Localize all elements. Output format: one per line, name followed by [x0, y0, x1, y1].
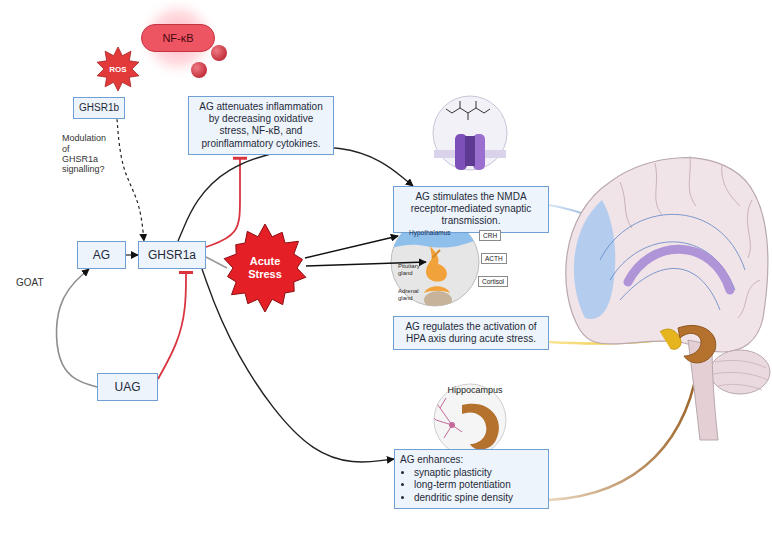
node-text: CRH [483, 232, 497, 239]
connector-arrow [178, 147, 413, 241]
leader-line [549, 352, 700, 500]
edge-label: GOAT [16, 277, 52, 289]
effect-item: synaptic plasticity [414, 467, 543, 479]
stress-arrow [305, 236, 398, 258]
hormone-tag: ACTH [481, 253, 507, 264]
node-text: ROS [109, 65, 126, 74]
anatomy-label: Hypothalamus [409, 229, 469, 236]
node-text: ACTH [485, 255, 503, 262]
process-box: AG [77, 241, 126, 269]
node-text: AG stimulates the NMDA receptor-mediated… [399, 191, 543, 228]
process-box: AG stimulates the NMDA receptor-mediated… [393, 186, 549, 233]
node-text: GHSR1b [79, 102, 119, 114]
process-box: AG regulates the activation of HPA axis … [393, 316, 549, 350]
nfkb-glow [136, 0, 220, 80]
process-box: GHSR1b [73, 97, 125, 119]
inhibition-line [206, 158, 240, 247]
process-box: UAG [97, 373, 158, 401]
effect-item: long-term potentiation [414, 479, 543, 491]
connector-arrow [126, 254, 138, 255]
factor-pill: NF-κB [141, 24, 215, 52]
region-label: Hippocampus [440, 386, 510, 396]
nfkb-particle [191, 62, 207, 78]
nmda-receptor-icon [433, 96, 507, 170]
node-text: Cortisol [482, 278, 504, 285]
effect-heading: AG enhances: [400, 454, 543, 466]
connector-arrow [57, 269, 97, 387]
process-box: GHSR1a [138, 241, 206, 269]
node-text: GHSR1a [148, 248, 196, 263]
process-box: AG attenuates inflammation by decreasing… [188, 96, 334, 155]
node-text: AG attenuates inflammation by decreasing… [194, 101, 328, 150]
hormone-tag: CRH [479, 230, 501, 241]
edge-label: Modulation of GHSR1a signalling? [62, 133, 106, 174]
effect-list: synaptic plasticitylong-term potentiatio… [400, 467, 543, 504]
node-text: UAG [114, 380, 140, 395]
effect-item: dendritic spine density [414, 492, 543, 504]
node-text: Acute Stress [241, 255, 289, 280]
nfkb-particle [211, 45, 227, 61]
effect-box: AG enhances:synaptic plasticitylong-term… [394, 449, 549, 509]
hormone-tag: Cortisol [478, 276, 508, 287]
node-text: AG regulates the activation of HPA axis … [399, 321, 543, 345]
stress-burst: Acute Stress [221, 224, 309, 312]
brain-illustration [566, 156, 770, 440]
connector-arrow [202, 269, 394, 462]
ros-burst: ROS [96, 47, 140, 91]
node-text: NF-κB [162, 32, 193, 44]
anatomy-label: Pituitary gland [398, 263, 428, 276]
inhibition-line [158, 272, 186, 379]
node-text: AG [93, 248, 110, 263]
anatomy-label: Adrenal gland [398, 288, 428, 301]
connector-arrow [117, 119, 144, 241]
